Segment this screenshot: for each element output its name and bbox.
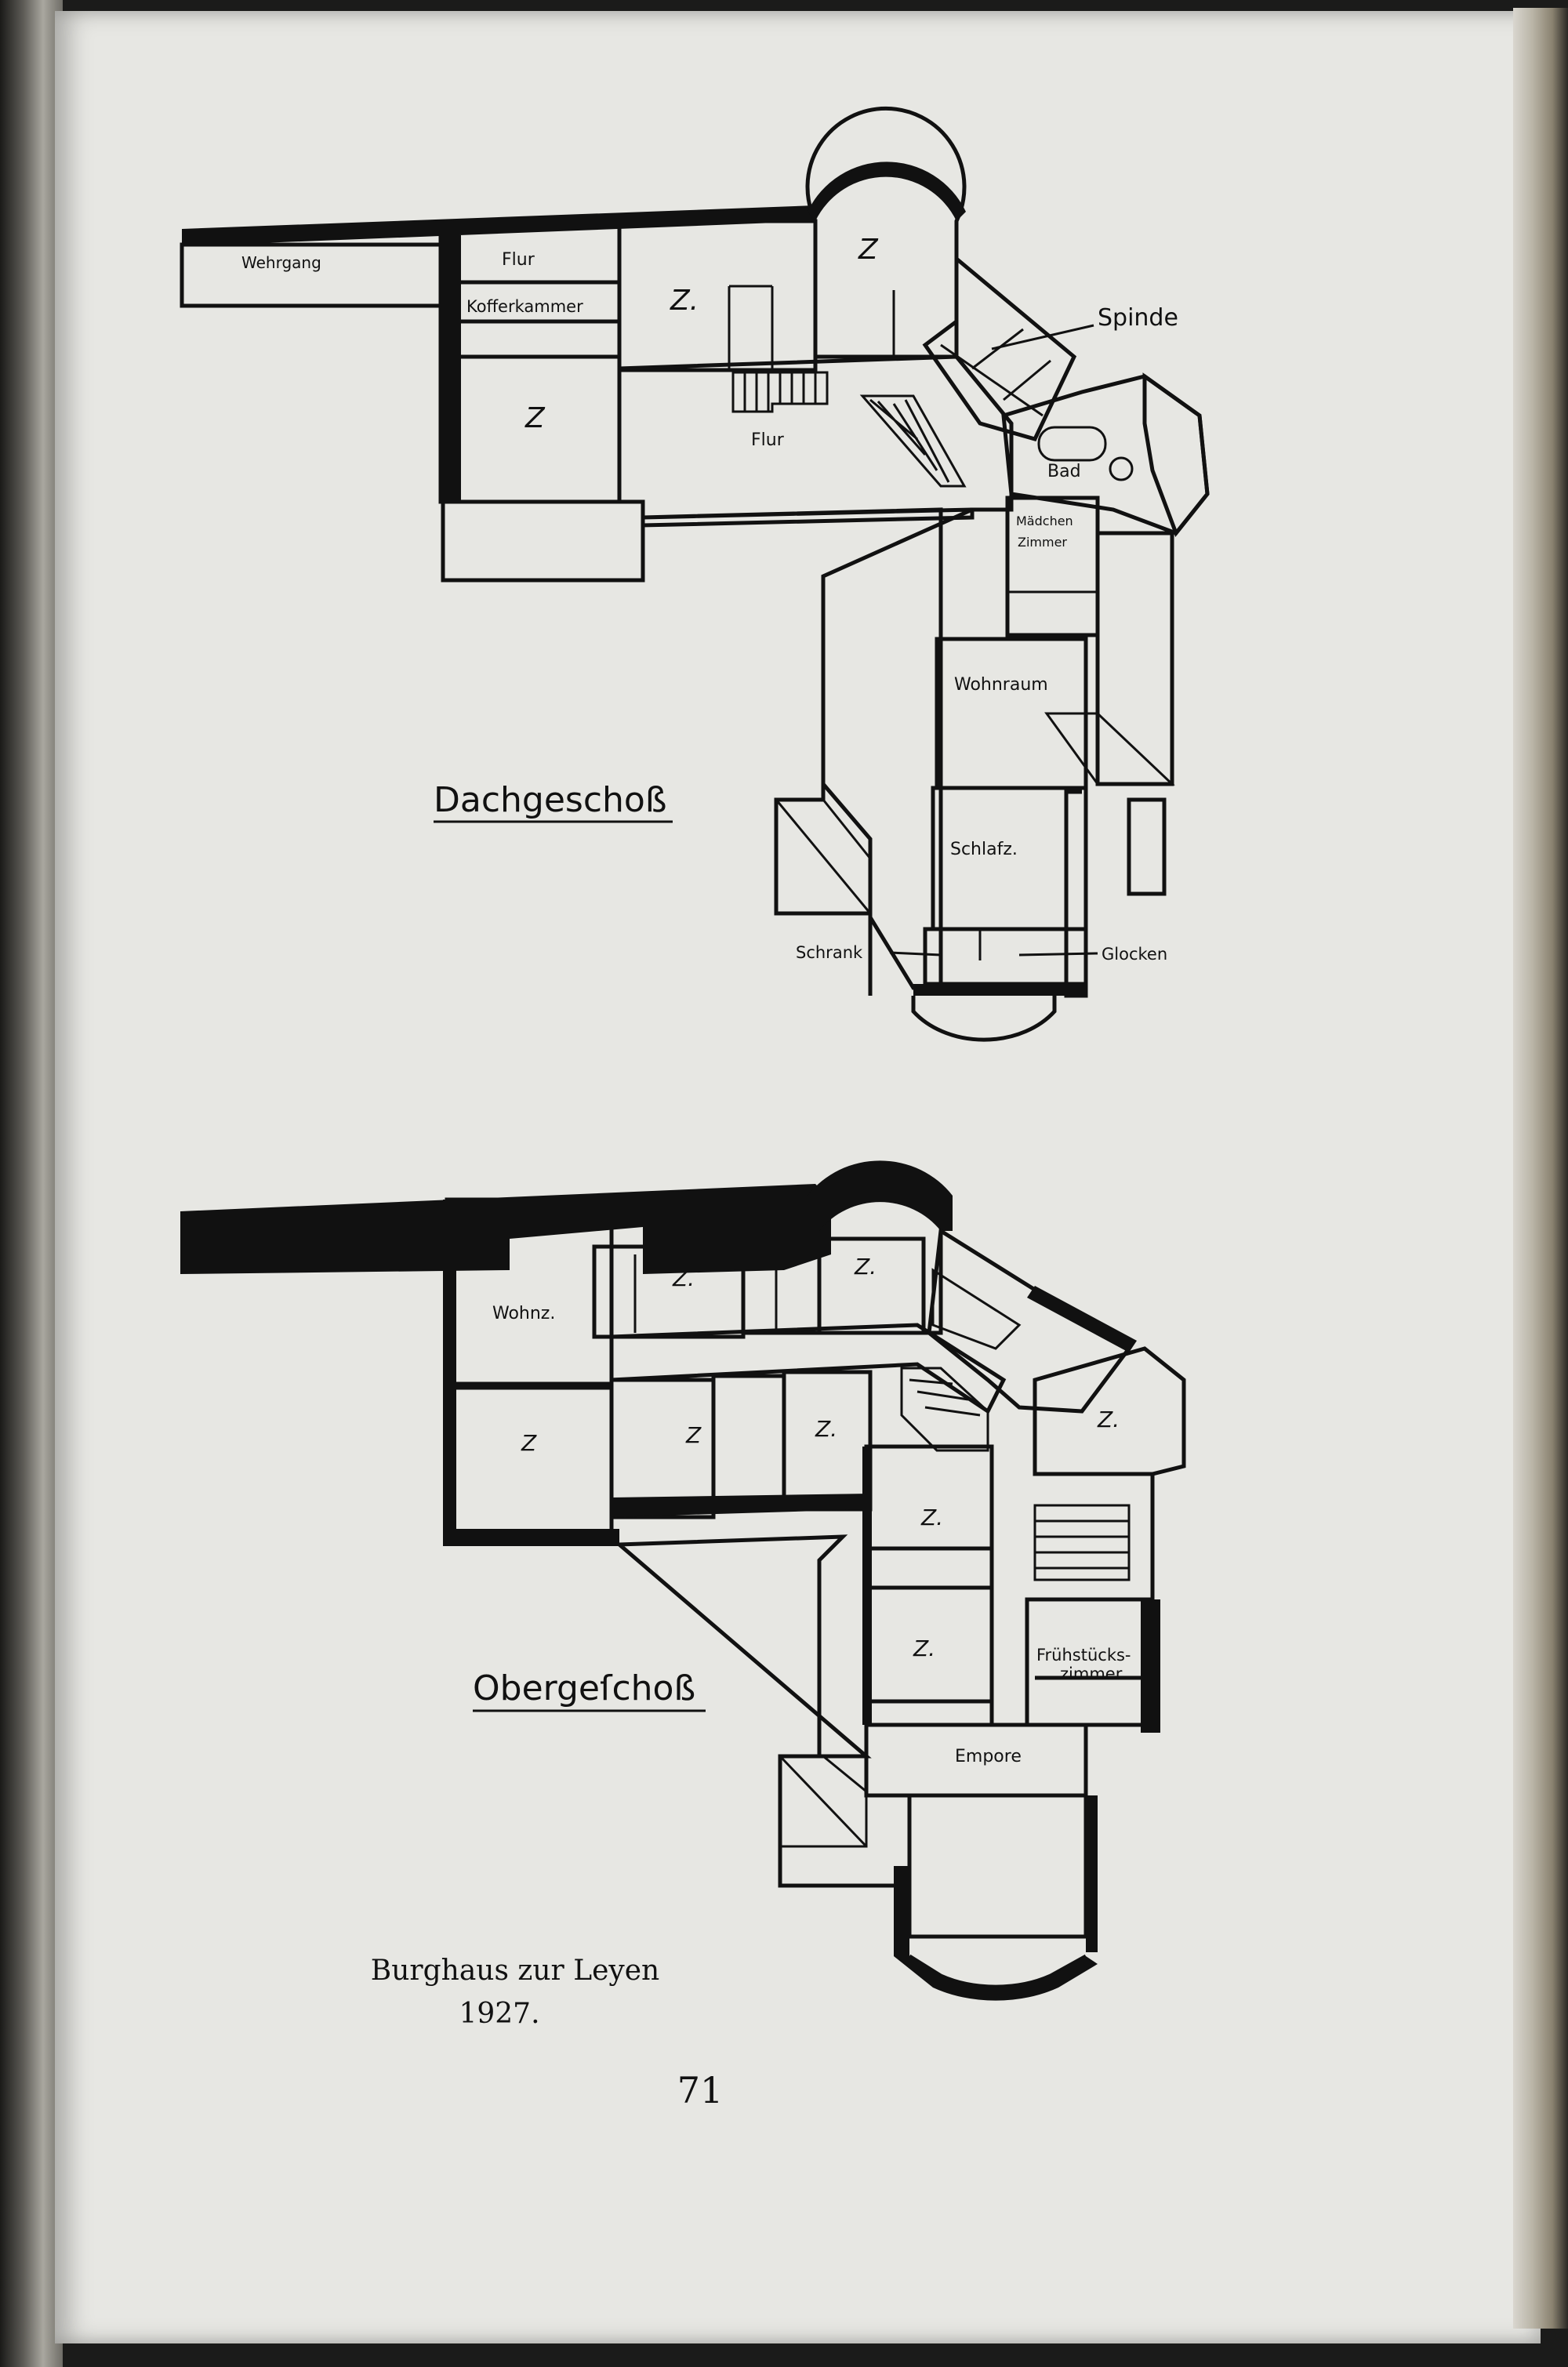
- label-z1: Z.: [672, 1265, 695, 1291]
- book-left-page-edge: [0, 0, 63, 2367]
- og-west-wing: [614, 1534, 872, 1759]
- schrank-leader: [889, 951, 942, 957]
- small-tower: [1127, 797, 1167, 896]
- label-z-tower: Z: [858, 234, 879, 266]
- label-z5: Z.: [815, 1416, 837, 1442]
- title-dachgeschoss: Dachgeschoß: [434, 780, 667, 820]
- label-maedchen-1: Mädchen: [1016, 514, 1073, 528]
- label-schlafz: Schlafz.: [950, 840, 1018, 859]
- caption-line-1: Burghaus zur Leyen: [371, 1955, 660, 1987]
- east-gable: [1044, 712, 1175, 786]
- label-wehrgang: Wehrgang: [241, 253, 321, 272]
- bathtub-icon: [1037, 426, 1107, 462]
- og-west-gable-ridge: [779, 1755, 868, 1848]
- round-bay-dach: [911, 996, 1057, 1042]
- left-block-wall: [438, 235, 622, 504]
- label-fruehstueck-1: Frühstücks-: [1036, 1646, 1131, 1665]
- basin-icon: [1109, 456, 1134, 481]
- glocken-room: [923, 927, 1088, 986]
- bath-thick-wall: [1027, 1286, 1137, 1352]
- page-number: 71: [677, 2069, 724, 2111]
- og-stair-steps: [909, 1378, 981, 1417]
- og-south-hall: [907, 1793, 1088, 1939]
- label-spinde: Spinde: [1098, 304, 1178, 332]
- book-page: [55, 11, 1541, 2343]
- caption-line-2: 1927.: [459, 1998, 539, 2030]
- label-maedchen-2: Zimmer: [1018, 535, 1067, 550]
- og-south-east-wall: [1086, 1795, 1098, 1952]
- label-empore: Empore: [955, 1747, 1022, 1766]
- spinde-wing: [922, 254, 1077, 441]
- label-kofferkammer: Kofferkammer: [466, 297, 583, 316]
- south-wing-outline: [642, 507, 974, 990]
- lower-left-block: [441, 499, 645, 583]
- east-thick-wall-og: [1141, 1599, 1160, 1733]
- z-room-east: [1033, 1346, 1186, 1476]
- bay-thick-wall: [913, 984, 1086, 996]
- west-wing-wall: [774, 576, 873, 996]
- round-bay-thick-og: [894, 1956, 1098, 2001]
- upper-stairs: [731, 371, 829, 413]
- label-z3: Z: [521, 1430, 537, 1456]
- label-wohnz: Wohnz.: [492, 1304, 555, 1323]
- book-right-page-edge: [1513, 8, 1568, 2329]
- dachgeschoss-plan: Wehrgang Flur Kofferkammer Z. Z Z Flur S…: [180, 106, 1210, 1042]
- south-rooms-thick-wall: [612, 1494, 870, 1517]
- og-stair-2: [1033, 1504, 1131, 1581]
- label-flur-top: Flur: [502, 250, 535, 270]
- spinde-arrow: [1003, 359, 1051, 401]
- tower-thick-wall-og: [808, 1160, 953, 1231]
- spinde-arrow: [971, 328, 1024, 370]
- round-bay-og: [908, 1954, 1087, 1989]
- wehrgang-wall: [182, 205, 815, 246]
- label-z-left: Z: [524, 402, 546, 434]
- label-z4: Z: [685, 1422, 702, 1448]
- left-block-thick-wall: [441, 235, 461, 502]
- west-gable-ridge: [775, 799, 872, 914]
- z-room-m1: [864, 1444, 994, 1551]
- bad-bay: [1142, 372, 1210, 537]
- z-room-sw: [445, 1381, 614, 1543]
- og-stair-2-steps: [1035, 1519, 1129, 1570]
- og-west-gable: [779, 1755, 868, 1848]
- label-schrank: Schrank: [796, 943, 863, 962]
- obergeschoss-plan: Wohnz. Z. Z. Z Z Z. Z. Z. Z. Frühstücks-…: [180, 1160, 1186, 2001]
- label-flur: Flur: [751, 430, 785, 450]
- flur-stair-steps: [869, 398, 950, 483]
- og-south-west-wall: [894, 1866, 909, 1956]
- label-bad: Bad: [1047, 462, 1081, 481]
- upper-z-room: [617, 219, 818, 372]
- spinde-line: [940, 343, 1044, 417]
- obergeschoss-north-wall: [180, 1184, 831, 1274]
- label-wohnraum: Wohnraum: [954, 675, 1048, 695]
- label-z-upper: Z.: [670, 285, 699, 317]
- z-room-n2: [741, 1236, 926, 1335]
- west-gable: [775, 798, 872, 915]
- east-corridor: [1064, 788, 1088, 998]
- label-glocken: Glocken: [1102, 945, 1167, 964]
- east-wing: [1095, 531, 1174, 786]
- label-z2: Z.: [854, 1254, 877, 1280]
- tower-thick-wall: [808, 162, 966, 221]
- middle-west-wall: [862, 1447, 872, 1725]
- flur-stair: [859, 394, 967, 488]
- label-z6: Z.: [1097, 1407, 1120, 1432]
- tower-room-dach: [805, 106, 967, 359]
- glocken-leader: [1018, 952, 1098, 957]
- label-z8: Z.: [913, 1635, 935, 1661]
- title-obergeschoss: Obergeſchoß: [473, 1668, 695, 1708]
- bath-tiles: [931, 1268, 1022, 1350]
- label-fruehstueck-2: zimmer: [1060, 1665, 1123, 1683]
- spinde-pointer: [991, 324, 1094, 350]
- label-z7: Z.: [920, 1505, 943, 1530]
- z-room-s2: [711, 1374, 786, 1512]
- og-stair: [900, 1367, 989, 1452]
- south-thick-wall-og: [443, 1529, 619, 1546]
